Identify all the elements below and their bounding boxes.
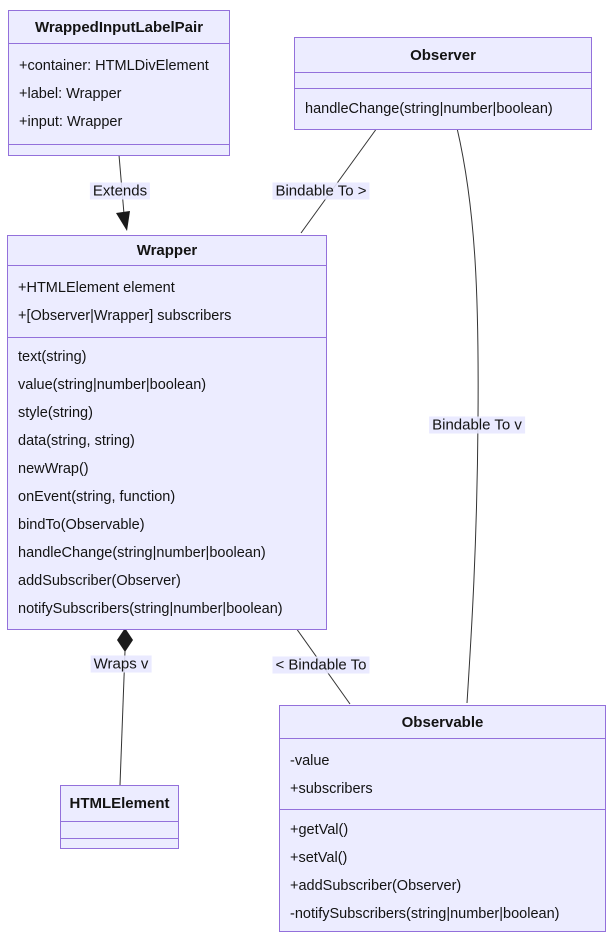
edge-wraps-line [119,650,126,786]
method: handleChange(string|number|boolean) [305,101,553,117]
method: handleChange(string|number|boolean) [18,545,266,561]
class-methods: text(string) value(string|number|boolean… [8,337,326,629]
edge-label-bindable-to-observer-wrapper: Bindable To > [272,182,370,200]
edge-label-wraps: Wraps v [90,655,152,673]
class-title: Observable [280,706,605,739]
method: +addSubscriber(Observer) [290,878,462,894]
method: notifySubscribers(string|number|boolean) [18,601,283,617]
method: value(string|number|boolean) [18,377,207,393]
edge-label-bindable-to-wrapper-observable: < Bindable To [272,656,370,674]
attribute: +label: Wrapper [19,86,122,102]
class-attributes: +HTMLElement element +[Observer|Wrapper]… [8,266,326,337]
method: newWrap() [18,461,89,477]
method: data(string, string) [18,433,135,449]
class-methods: +getVal() +setVal() +addSubscriber(Obser… [280,809,605,931]
method: text(string) [18,349,87,365]
class-title: Wrapper [8,236,326,266]
attribute: +subscribers [290,781,373,797]
edge-label-extends: Extends [89,182,151,200]
class-title: Observer [295,38,591,73]
edge-observer-wrapper-line [300,127,378,234]
method: +setVal() [290,850,348,866]
attribute: -value [290,753,330,769]
class-box-observable: Observable -value +subscribers +getVal()… [279,705,606,932]
method: +getVal() [290,822,349,838]
class-box-observer: Observer handleChange(string|number|bool… [294,37,592,130]
extends-arrowhead-icon [116,211,130,231]
edge-label-bindable-to-observer-observable: Bindable To v [429,416,525,434]
class-box-htmlelement: HTMLElement [60,785,179,849]
class-attributes: -value +subscribers [280,739,605,809]
edge-observer-observable-curve [456,127,479,704]
class-title: HTMLElement [61,786,178,822]
class-methods-empty [61,838,178,848]
method: onEvent(string, function) [18,489,176,505]
method: -notifySubscribers(string|number|boolean… [290,906,560,922]
method: addSubscriber(Observer) [18,573,181,589]
class-title: WrappedInputLabelPair [9,11,229,44]
method: style(string) [18,405,93,421]
class-methods-empty [9,144,229,155]
attribute: +input: Wrapper [19,114,123,130]
composition-diamond-icon [117,628,133,652]
attribute: +container: HTMLDivElement [19,58,209,74]
class-attributes: +container: HTMLDivElement +label: Wrapp… [9,44,229,144]
class-methods: handleChange(string|number|boolean) [295,88,591,129]
class-box-wrapper: Wrapper +HTMLElement element +[Observer|… [7,235,327,630]
class-attributes-empty [61,822,178,838]
attribute: +HTMLElement element [18,280,175,296]
class-box-wrappedinputlabelpair: WrappedInputLabelPair +container: HTMLDi… [8,10,230,156]
attribute: +[Observer|Wrapper] subscribers [18,308,232,324]
method: bindTo(Observable) [18,517,145,533]
class-attributes-empty [295,73,591,88]
